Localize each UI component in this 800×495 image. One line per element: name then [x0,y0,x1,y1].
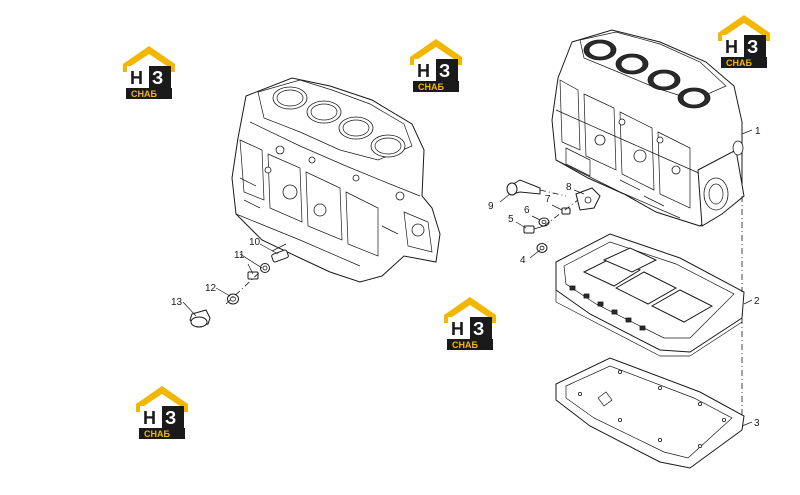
watermark-logo: Н З СНАБ [718,15,770,68]
logo-caption: СНАБ [144,429,170,439]
watermark-logo: Н З СНАБ [410,39,462,92]
svg-text:Н: Н [725,37,738,57]
callout-10: 10 [249,237,261,248]
svg-text:Н: Н [417,61,430,81]
svg-text:З: З [439,61,450,81]
watermark-logo: Н З СНАБ [444,297,496,350]
callout-8: 8 [566,182,572,193]
svg-text:З: З [165,408,176,428]
logo-caption: СНАБ [726,58,752,68]
logo-letters: Н [130,68,143,88]
left-engine-block [231,77,441,283]
callout-4: 4 [520,255,526,266]
callout-7: 7 [545,194,551,205]
watermark-logo: Н З СНАБ [136,386,188,439]
right-engine-block [551,29,745,227]
callout-6: 6 [524,205,530,216]
callout-labels: 1 2 3 4 5 6 7 8 9 10 11 12 13 [171,126,761,429]
right-fastener-parts [499,179,601,259]
logo-caption: СНАБ [452,340,478,350]
watermark-logo: Н З СНАБ [123,46,175,99]
callout-5: 5 [508,214,514,225]
svg-text:З: З [747,37,758,57]
svg-text:З: З [152,68,163,88]
callout-11: 11 [234,250,245,261]
callout-1: 1 [755,126,761,137]
oil-pan-gasket [555,357,745,469]
logo-caption: СНАБ [418,82,444,92]
svg-text:Н: Н [451,319,464,339]
svg-text:З: З [473,319,484,339]
callout-2: 2 [754,296,760,307]
oil-pan-adapter-frame [555,233,745,357]
callout-13: 13 [171,297,183,308]
callout-9: 9 [488,201,494,212]
svg-text:Н: Н [143,408,156,428]
callout-12: 12 [205,283,217,294]
callout-3: 3 [754,418,760,429]
left-fastener-parts [182,243,289,328]
leader-lines-right [741,129,753,427]
logo-caption: СНАБ [131,89,157,99]
